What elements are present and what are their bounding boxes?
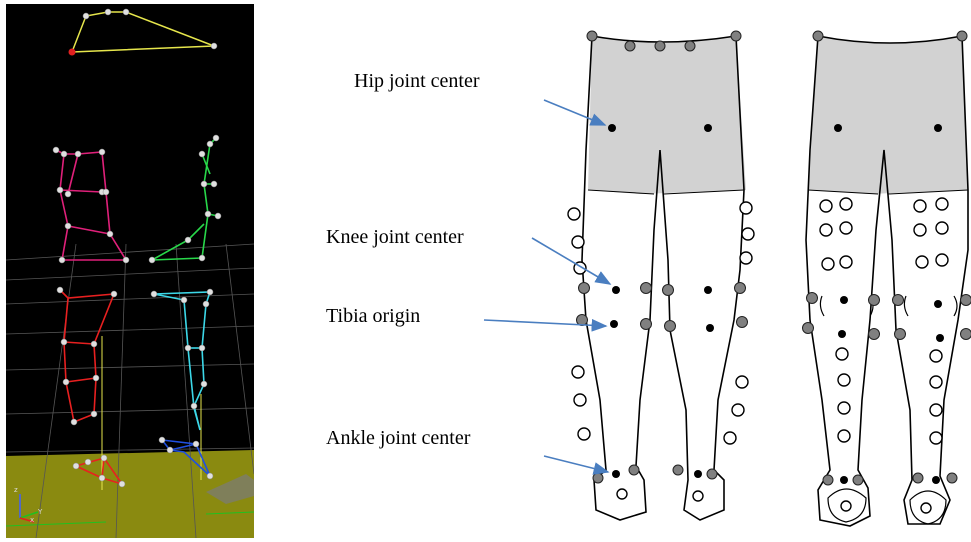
tibia-origin-label: Tibia origin — [326, 305, 420, 328]
ankle-arrow — [544, 456, 608, 472]
knee-joint-label: Knee joint center — [326, 226, 464, 249]
back-view-legs — [803, 31, 971, 526]
knee-arrow — [532, 238, 610, 284]
ankle-joint-label: Ankle joint center — [326, 427, 470, 450]
hip-joint-label: Hip joint center — [354, 70, 480, 93]
